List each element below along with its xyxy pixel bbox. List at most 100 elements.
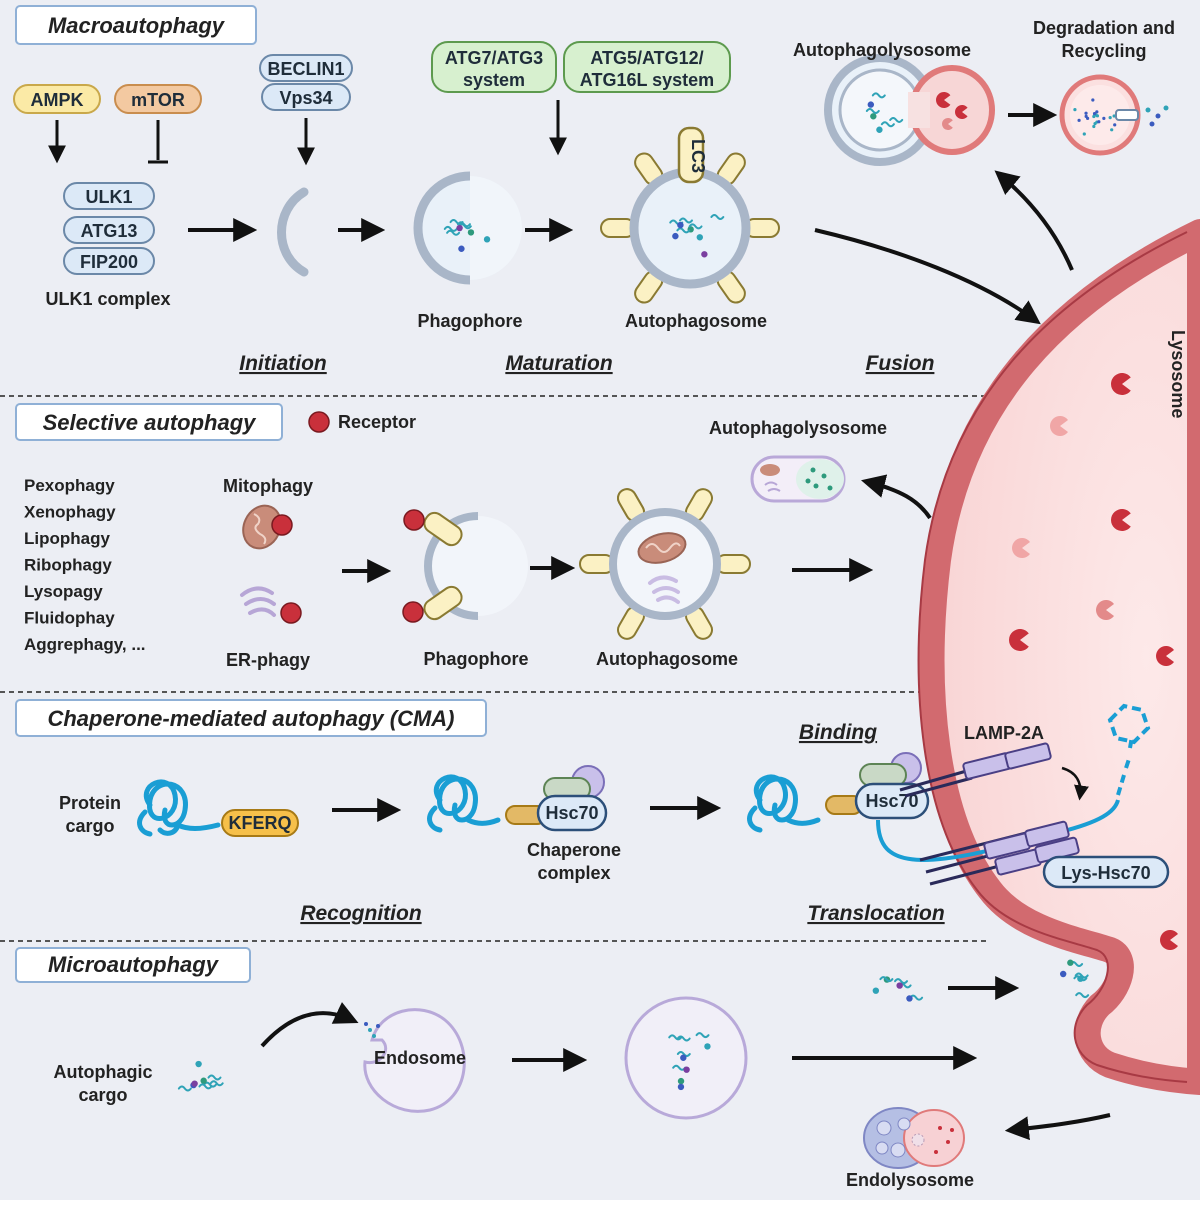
section-selective-autophagy: Selective autophagy Receptor PexophagyXe… <box>15 403 932 670</box>
lamp2a-label: LAMP-2A <box>964 723 1044 743</box>
mtor-label: mTOR <box>131 90 185 110</box>
selective-phagophore <box>402 509 528 623</box>
macro-title: Macroautophagy <box>48 13 226 38</box>
section-cma: Chaperone-mediated autophagy (CMA) Prote… <box>15 699 1170 925</box>
macro-phagophore-label: Phagophore <box>417 311 522 331</box>
section-macroautophagy: Macroautophagy AMPK mTOR ULK1 ATG13 FIP2… <box>13 5 1175 375</box>
ampk-label: AMPK <box>31 90 84 110</box>
stage-binding: Binding <box>799 721 877 744</box>
micro-cargo-free <box>872 976 924 1002</box>
lamp2a-receptor <box>899 742 1080 886</box>
mtor-pill <box>114 84 202 114</box>
arrow-to-autophagolysosome <box>994 170 1074 271</box>
cargo-cluster <box>668 1032 711 1091</box>
ulk1-label: ULK1 <box>85 187 132 207</box>
lamp2a-arrow <box>1061 766 1089 801</box>
er-icon <box>240 586 302 624</box>
chaperone-complex-icon <box>427 765 608 833</box>
atg5-line2: ATG16L system <box>580 70 714 90</box>
atg7-pill <box>431 41 557 93</box>
kferq-pill <box>221 809 299 837</box>
ulk-complex-label: ULK1 complex <box>45 289 170 309</box>
arrow-micro-5 <box>1004 1113 1111 1141</box>
binding-complex-icon <box>747 703 1151 862</box>
protein-cargo-line2: cargo <box>65 816 114 836</box>
chaperone-line1: Chaperone <box>527 840 621 860</box>
degradation-line2: Recycling <box>1061 41 1146 61</box>
mitophagy-label: Mitophagy <box>223 476 313 496</box>
ampk-pill <box>13 84 101 114</box>
fip200-pill <box>63 247 155 275</box>
vps34-pill <box>261 83 351 111</box>
autophagic-cargo-line2: cargo <box>78 1085 127 1105</box>
autophagic-cargo-line1: Autophagic <box>54 1062 153 1082</box>
arrow-sel-4 <box>861 474 932 520</box>
lys-hsc70-pill <box>1042 855 1170 889</box>
endolysosome-icon <box>863 1107 965 1169</box>
arrow-to-lysosome <box>814 228 1041 325</box>
protein-cargo-line1: Protein <box>59 793 121 813</box>
endosome-icon <box>363 1008 466 1113</box>
stage-fusion: Fusion <box>866 352 935 375</box>
atg13-label: ATG13 <box>81 221 138 241</box>
selective-type-item: Xenophagy <box>24 503 116 522</box>
selective-autophagolysosome-label: Autophagolysosome <box>709 418 887 438</box>
receptor-legend: Receptor <box>338 412 416 432</box>
arrow-micro-1 <box>260 1002 359 1048</box>
micro-title: Microautophagy <box>48 952 220 977</box>
mitochondrion-icon <box>242 504 293 550</box>
selective-autophagosome <box>579 488 751 640</box>
lysosomal-enzymes <box>1009 373 1178 950</box>
section-dividers <box>0 395 1000 942</box>
macro-autophagolysosome <box>824 54 995 166</box>
section-microautophagy: Microautophagy Autophagic cargo Endosome <box>15 947 1111 1190</box>
protein-cargo-icon <box>137 779 221 837</box>
micro-cargo-icon <box>177 1060 224 1092</box>
selective-phagophore-label: Phagophore <box>423 649 528 669</box>
atg5-pill <box>563 41 731 93</box>
fip200-label: FIP200 <box>80 252 138 272</box>
stage-initiation: Initiation <box>239 352 327 375</box>
atg7-line2: system <box>463 70 525 90</box>
cargo-cluster <box>443 219 491 252</box>
cargo-cluster <box>865 92 904 133</box>
selective-type-item: Fluidophay <box>24 609 115 628</box>
lys-hsc70-label: Lys-Hsc70 <box>1061 863 1150 883</box>
selective-type-item: Lysopagy <box>24 582 103 601</box>
receptor-icon <box>308 411 330 433</box>
endosome-label: Endosome <box>374 1048 466 1068</box>
lysosome-invagination-cargo <box>1059 959 1090 999</box>
selective-autophagosome-label: Autophagosome <box>596 649 738 669</box>
kferq-label: KFERQ <box>229 813 292 833</box>
selective-type-item: Lipophagy <box>24 529 110 548</box>
degradation-line1: Degradation and <box>1033 18 1175 38</box>
selective-autophagolysosome <box>750 455 846 503</box>
macro-autophagolysosome-label: Autophagolysosome <box>793 40 971 60</box>
lc3-tag <box>677 126 705 184</box>
stage-translocation: Translocation <box>807 902 944 925</box>
cargo-cluster <box>669 214 725 258</box>
lc3-label: LC3 <box>688 139 708 173</box>
beclin1-pill <box>259 54 353 82</box>
lysosome-label: Lysosome <box>1168 330 1188 418</box>
isolation-membrane <box>277 187 309 277</box>
selective-type-item: Ribophagy <box>24 556 112 575</box>
vps34-label: Vps34 <box>279 88 332 108</box>
selective-type-item: Aggrephagy, ... <box>24 635 146 654</box>
endolysosome-label: Endolysosome <box>846 1170 974 1190</box>
macro-autophagosome: LC3 <box>600 126 780 304</box>
selective-types-list: PexophagyXenophagyLipophagyRibophagyLyso… <box>24 476 146 654</box>
selective-title: Selective autophagy <box>43 410 258 435</box>
atg13-pill <box>63 216 155 244</box>
macro-phagophore <box>413 171 522 285</box>
selective-type-item: Pexophagy <box>24 476 115 495</box>
beclin1-label: BECLIN1 <box>267 59 344 79</box>
erphagy-label: ER-phagy <box>226 650 310 670</box>
atg5-line1: ATG5/ATG12/ <box>590 48 703 68</box>
chaperone-line2: complex <box>537 863 610 883</box>
hsc70-label: Hsc70 <box>545 803 598 823</box>
atg7-line1: ATG7/ATG3 <box>445 48 543 68</box>
cma-title: Chaperone-mediated autophagy (CMA) <box>47 706 454 731</box>
